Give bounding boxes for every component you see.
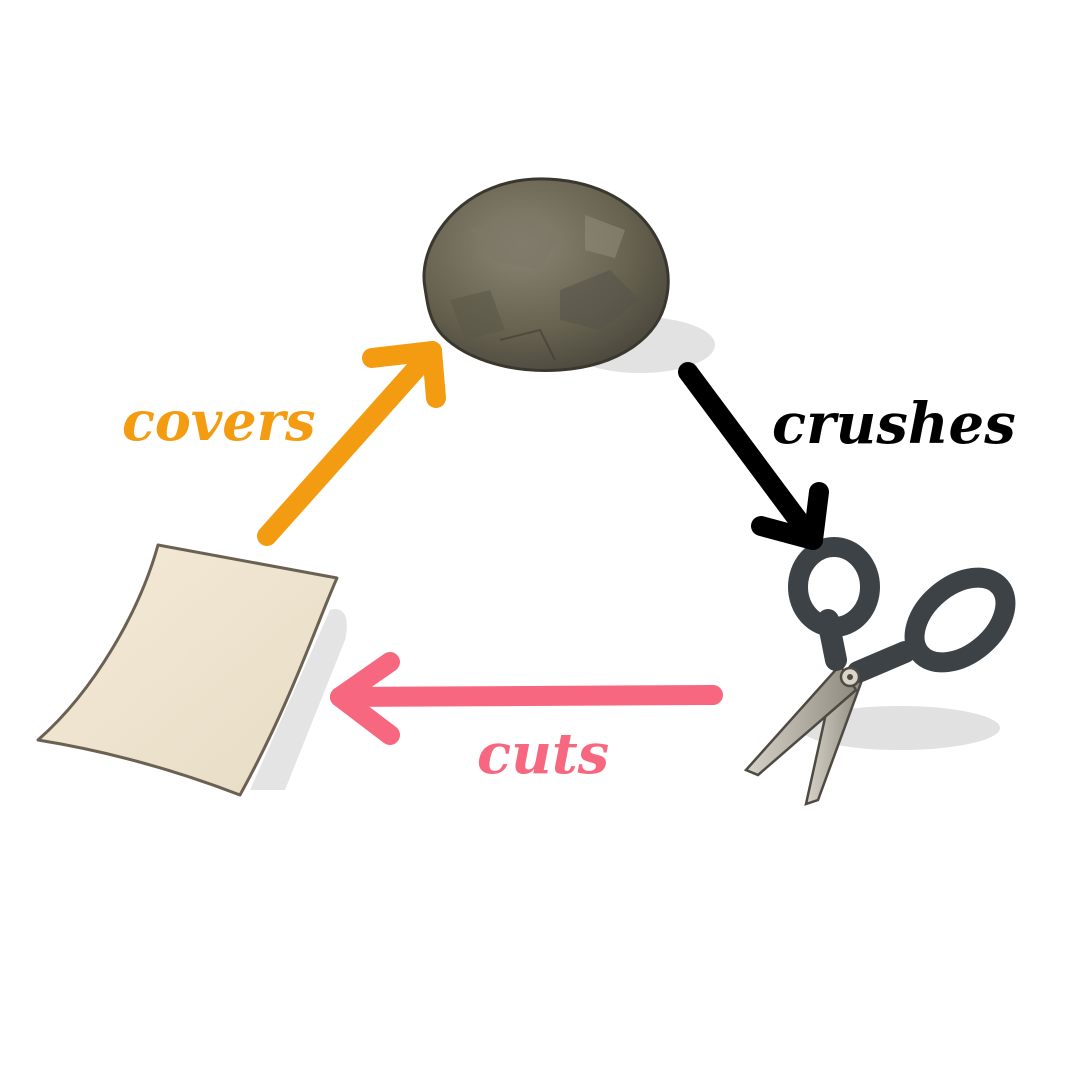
- label-cuts: cuts: [477, 721, 609, 787]
- arrow-crushes: [678, 362, 829, 550]
- scissors-icon: [743, 537, 1016, 806]
- arrow-cuts: [330, 652, 723, 745]
- label-crushes: crushes: [772, 391, 1016, 457]
- paper-icon: [36, 543, 347, 797]
- arrow-covers: [257, 341, 446, 546]
- rock-icon: [422, 177, 715, 373]
- label-covers: covers: [122, 389, 315, 453]
